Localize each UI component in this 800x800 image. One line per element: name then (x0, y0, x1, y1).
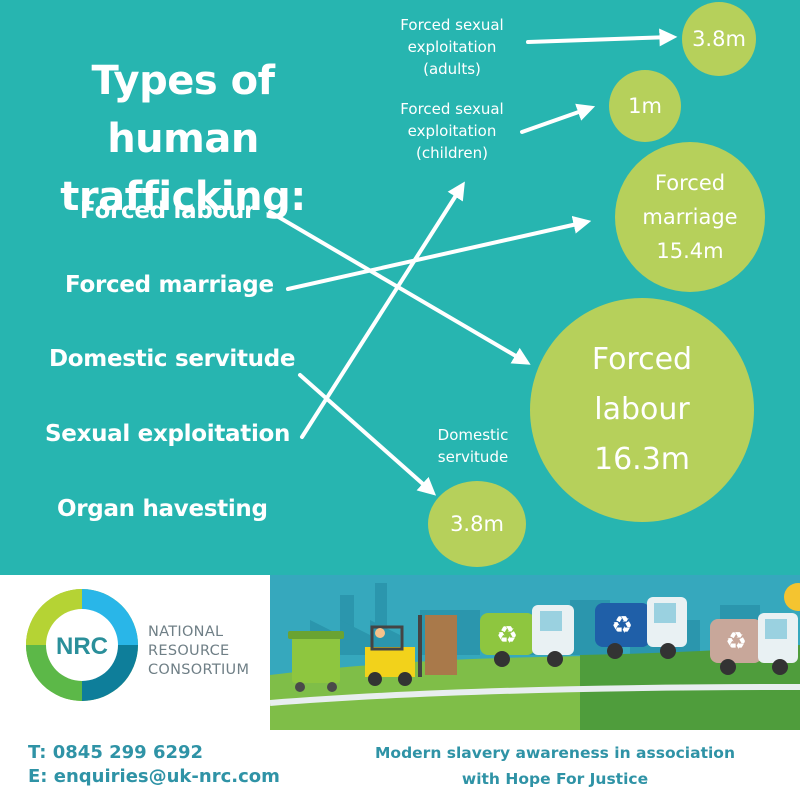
recycling-illustration: ♻ ♻ ♻ (270, 575, 800, 730)
circle-domestic: 3.8m (428, 481, 526, 567)
contact-phone[interactable]: T: 0845 299 6292 (28, 742, 204, 763)
marriage-line-3: 15.4m (656, 239, 724, 263)
label-domestic-line-1: Domestic (437, 426, 509, 444)
truck-pink-icon: ♻ (710, 613, 798, 675)
arrow-to-sexual-children (520, 103, 596, 134)
circle-sexual-adults: 3.8m (682, 2, 756, 76)
sun (784, 583, 800, 611)
svg-text:♻: ♻ (611, 611, 633, 639)
arrow-domestic (298, 373, 437, 496)
type-organ-harvesting: Organ havesting (57, 496, 268, 522)
green-bin-icon (288, 631, 344, 692)
labour-line-3: 16.3m (593, 442, 691, 477)
labour-line-1: Forced (591, 342, 693, 377)
label-sexual-adults-line-1: Forced sexual (400, 16, 504, 34)
label-domestic-line-2: servitude (437, 448, 509, 466)
forklift-icon (365, 615, 457, 686)
type-domestic-servitude: Domestic servitude (49, 346, 296, 372)
label-sexual-adults: Forced sexual exploitation (adults) (382, 14, 522, 80)
marriage-line-1: Forced (654, 171, 726, 195)
type-forced-marriage: Forced marriage (65, 272, 274, 298)
logo-line-1: NATIONAL (148, 624, 224, 640)
label-sexual-adults-line-2: exploitation (407, 38, 497, 56)
logo-wordmark: NATIONAL RESOURCE CONSORTIUM (148, 623, 249, 680)
truck-blue-icon: ♻ (595, 597, 687, 659)
page-title: Types of human trafficking: (18, 52, 348, 226)
nrc-logo-icon: NRC (26, 589, 138, 701)
value-domestic: 3.8m (450, 512, 504, 536)
value-sexual-children: 1m (628, 94, 662, 118)
title-line-2: trafficking: (60, 174, 306, 220)
marriage-line-2: marriage (642, 205, 738, 229)
label-sexual-children-line-1: Forced sexual (400, 100, 504, 118)
label-sexual-children-line-2: exploitation (407, 122, 497, 140)
svg-text:♻: ♻ (496, 621, 518, 649)
label-sexual-children: Forced sexual exploitation (children) (382, 98, 522, 164)
value-sexual-adults: 3.8m (692, 27, 746, 51)
tagline: Modern slavery awareness in association … (340, 740, 770, 792)
circle-forced-marriage: Forced marriage 15.4m (615, 142, 765, 292)
type-forced-labour: Forced labour (80, 198, 256, 224)
contact-email[interactable]: E: enquiries@uk-nrc.com (28, 766, 280, 787)
circle-sexual-children: 1m (609, 70, 681, 142)
tagline-line-2: with Hope For Justice (461, 770, 649, 788)
arrow-to-sexual-adults (526, 28, 678, 47)
title-line-1: Types of human (91, 58, 276, 162)
arrow-sexual (300, 181, 465, 439)
labour-line-2: labour (594, 392, 690, 427)
label-domestic: Domestic servitude (420, 424, 526, 468)
footer-panel: NRC (0, 575, 800, 800)
arrow-marriage (286, 215, 592, 291)
truck-green-icon: ♻ (480, 605, 574, 667)
logo-mark-text: NRC (56, 633, 108, 660)
label-sexual-children-line-3: (children) (416, 144, 488, 162)
label-sexual-adults-line-3: (adults) (423, 60, 481, 78)
logo-line-3: CONSORTIUM (148, 662, 250, 678)
circle-forced-labour: Forced labour 16.3m (530, 298, 754, 522)
type-sexual-exploitation: Sexual exploitation (45, 421, 291, 447)
svg-text:♻: ♻ (725, 627, 747, 655)
logo-line-2: RESOURCE (148, 643, 230, 659)
tagline-line-1: Modern slavery awareness in association (375, 744, 735, 762)
arrows-layer (268, 28, 678, 496)
infographic-panel: Types of human trafficking: Forced labou… (0, 0, 800, 575)
